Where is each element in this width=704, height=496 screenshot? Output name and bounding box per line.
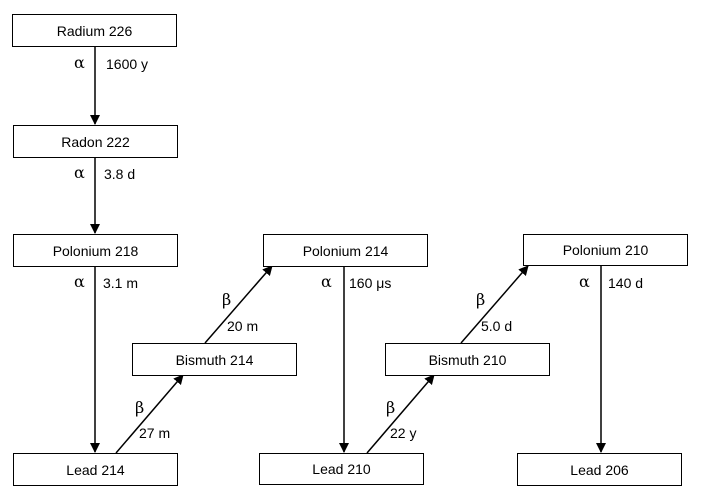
- nuclide-label: Bismuth 210: [428, 351, 507, 368]
- half-life-bi210: 5.0 d: [481, 318, 513, 334]
- decay-mode-ra226: α: [74, 53, 85, 72]
- nuclide-polonium-214: Polonium 214: [263, 234, 428, 267]
- nuclide-polonium-218: Polonium 218: [13, 234, 178, 267]
- decay-mode-po214: α: [321, 272, 332, 291]
- arrow-bi210-po210: [460, 265, 529, 344]
- nuclide-label: Polonium 210: [562, 242, 649, 258]
- nuclide-radium-226: Radium 226: [12, 14, 177, 47]
- half-life-rn222: 3.8 d: [104, 166, 136, 182]
- nuclide-lead-214: Lead 214: [13, 453, 178, 486]
- half-life-pb214: 27 m: [139, 425, 171, 441]
- decay-mode-pb214: β: [135, 398, 145, 417]
- nuclide-label: Lead 214: [66, 461, 125, 478]
- nuclide-label: Lead 206: [570, 461, 629, 478]
- nuclide-radon-222: Radon 222: [13, 125, 178, 158]
- nuclide-label: Bismuth 214: [175, 351, 254, 368]
- nuclide-label: Polonium 218: [52, 242, 139, 259]
- half-life-po214: 160 μs: [349, 275, 392, 291]
- nuclide-lead-210: Lead 210: [259, 453, 424, 485]
- decay-mode-bi214: β: [222, 290, 232, 309]
- nuclide-label: Lead 210: [312, 461, 371, 477]
- arrow-pb214-bi214: [115, 374, 184, 454]
- half-life-ra226: 1600 y: [106, 56, 149, 72]
- nuclide-polonium-210: Polonium 210: [523, 234, 688, 266]
- arrow-bi214-po214: [204, 265, 273, 344]
- nuclide-label: Radon 222: [61, 133, 130, 150]
- decay-mode-po218: α: [74, 272, 85, 291]
- half-life-po218: 3.1 m: [103, 275, 139, 291]
- half-life-bi214: 20 m: [227, 318, 259, 334]
- arrow-pb210-bi210: [366, 374, 435, 454]
- half-life-po210: 140 d: [608, 275, 644, 291]
- decay-mode-rn222: α: [74, 163, 85, 182]
- half-life-pb210: 22 y: [390, 425, 417, 441]
- nuclide-bismuth-210: Bismuth 210: [385, 343, 550, 376]
- nuclide-label: Radium 226: [56, 22, 133, 39]
- decay-mode-po210: α: [579, 272, 590, 291]
- nuclide-lead-206: Lead 206: [517, 453, 682, 486]
- decay-mode-pb210: β: [386, 398, 396, 417]
- decay-mode-bi210: β: [476, 290, 486, 309]
- nuclide-bismuth-214: Bismuth 214: [132, 343, 297, 376]
- nuclide-label: Polonium 214: [302, 242, 389, 259]
